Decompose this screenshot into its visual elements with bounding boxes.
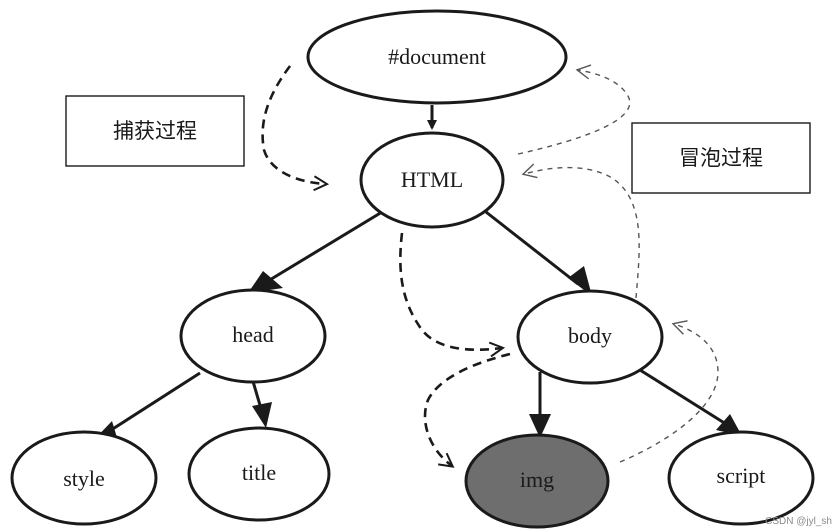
capture-arrow-html-body <box>399 232 502 350</box>
tree-edges <box>90 105 742 444</box>
node-head-label: head <box>232 322 274 347</box>
node-title-label: title <box>242 460 276 485</box>
edge-head-title-head <box>252 402 272 428</box>
node-body: body <box>516 289 664 385</box>
node-title: title <box>187 426 331 522</box>
node-html: HTML <box>359 131 505 229</box>
bubble-label-box: 冒泡过程 <box>631 122 811 194</box>
node-script: script <box>667 430 815 526</box>
node-document-label: #document <box>388 44 486 69</box>
edge-html-body <box>485 210 579 286</box>
bubble-label: 冒泡过程 <box>679 146 763 170</box>
node-body-label: body <box>568 323 612 348</box>
capture-label-box: 捕获过程 <box>65 95 245 167</box>
bubble-arrow-img-body <box>619 320 719 463</box>
node-style-label: style <box>63 466 105 491</box>
edge-head-style <box>107 371 201 434</box>
bubble-arrow-body-html <box>521 163 640 299</box>
edge-html-body-head <box>568 266 592 296</box>
edge-body-img-head <box>529 414 551 438</box>
capture-label: 捕获过程 <box>113 119 197 143</box>
capture-arrow-document-html <box>261 65 326 184</box>
node-document: #document <box>306 9 568 105</box>
edge-html-head <box>267 210 383 283</box>
node-html-label: HTML <box>401 167 463 192</box>
edge-body-script-head <box>716 414 742 436</box>
node-img-label: img <box>520 467 554 492</box>
node-style: style <box>10 430 158 526</box>
node-img-target: img <box>464 433 610 529</box>
capture-arrow-body-img <box>423 352 511 466</box>
node-script-label: script <box>717 463 766 488</box>
node-head: head <box>179 288 327 384</box>
capture-arrows <box>261 65 511 466</box>
edge-html-head-head <box>248 271 283 293</box>
watermark: CSDN @jyl_sh <box>765 516 832 527</box>
edge-body-script <box>639 368 727 426</box>
bubble-arrows <box>517 64 719 463</box>
